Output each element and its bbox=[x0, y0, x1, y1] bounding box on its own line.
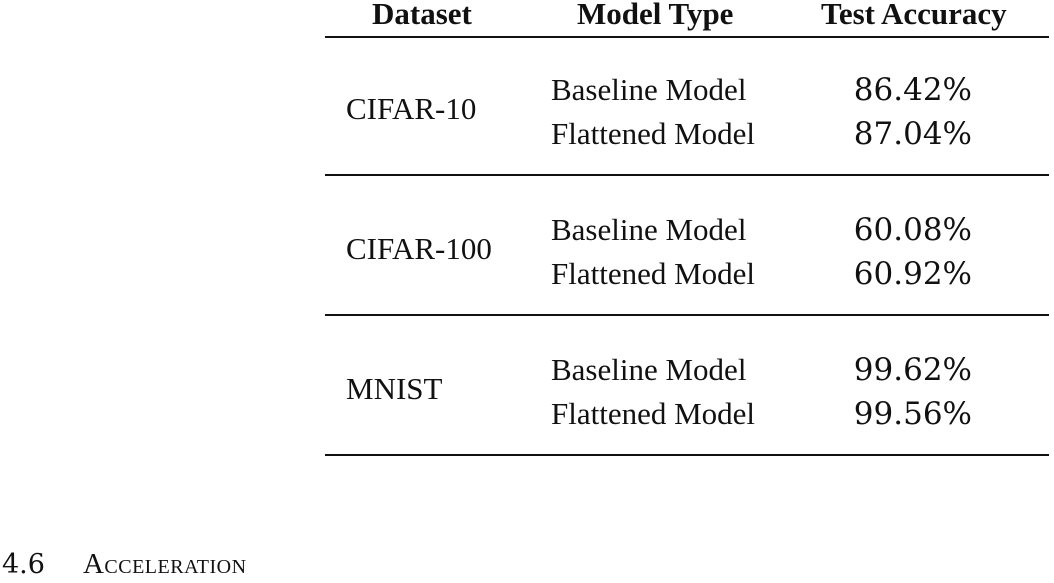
model-type-cell: Flattened Model bbox=[551, 116, 756, 151]
dataset-cifar100: CIFAR-100 bbox=[346, 231, 492, 266]
table-header-rule bbox=[325, 36, 1049, 38]
group-separator-rule bbox=[325, 314, 1049, 316]
model-type-cell: Baseline Model bbox=[551, 72, 747, 107]
table-bottom-rule bbox=[325, 454, 1049, 456]
section-title: Acceleration bbox=[82, 548, 247, 580]
model-type-cell: Flattened Model bbox=[551, 256, 756, 291]
section-heading: 4.6 Acceleration bbox=[2, 546, 247, 583]
group-separator-rule bbox=[325, 174, 1049, 176]
model-type-cell: Baseline Model bbox=[551, 212, 747, 247]
dataset-cifar10: CIFAR-10 bbox=[346, 91, 477, 126]
header-dataset: Dataset bbox=[372, 0, 472, 31]
section-number: 4.6 bbox=[2, 549, 45, 580]
model-type-cell: Baseline Model bbox=[551, 352, 747, 387]
header-test-accuracy: Test Accuracy bbox=[821, 0, 1007, 31]
accuracy-cell: 99.62% bbox=[853, 352, 972, 388]
accuracy-cell: 99.56% bbox=[853, 396, 972, 432]
accuracy-cell: 87.04% bbox=[853, 116, 972, 152]
header-model-type: Model Type bbox=[577, 0, 734, 31]
accuracy-cell: 60.08% bbox=[853, 212, 972, 248]
accuracy-cell: 60.92% bbox=[853, 256, 972, 292]
dataset-mnist: MNIST bbox=[346, 371, 443, 406]
model-type-cell: Flattened Model bbox=[551, 396, 756, 431]
accuracy-cell: 86.42% bbox=[853, 72, 972, 108]
